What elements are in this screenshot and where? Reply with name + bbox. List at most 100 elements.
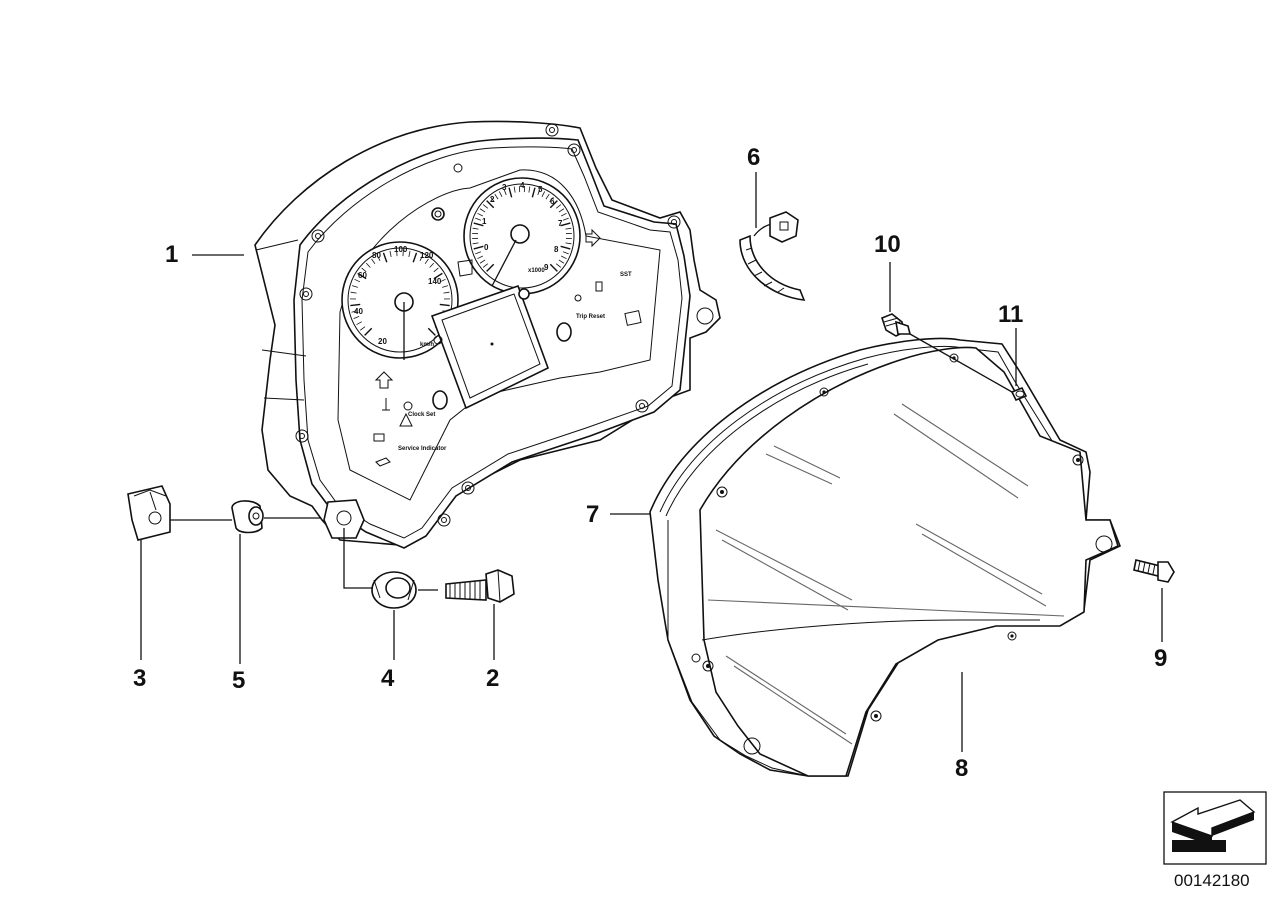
tach-tick xyxy=(498,191,503,197)
callout-8: 8 xyxy=(955,755,968,782)
warning-triangle-icon xyxy=(399,412,413,427)
speedo-label-40: 40 xyxy=(354,307,363,316)
speedo-tick xyxy=(442,285,449,288)
wiring-harness xyxy=(739,211,806,301)
tach-tick xyxy=(472,242,479,245)
clip-nut xyxy=(127,485,171,541)
tach-tick xyxy=(513,186,516,193)
tach-tick xyxy=(555,263,562,268)
sst-label: SST xyxy=(620,272,632,278)
speedo-tick xyxy=(429,262,435,268)
speedo-label-80: 80 xyxy=(372,251,381,260)
trip-reset-button xyxy=(556,322,572,342)
callout-2: 2 xyxy=(486,665,499,692)
speedo-tick xyxy=(433,272,443,280)
tach-tick xyxy=(531,187,536,198)
cover-screw xyxy=(1133,559,1175,583)
callout-5: 5 xyxy=(232,667,245,694)
tach-tick xyxy=(558,259,565,264)
speedo-tick xyxy=(427,327,436,336)
speedo-tick xyxy=(357,272,367,280)
callout-9: 9 xyxy=(1154,645,1167,672)
tach-tick xyxy=(473,245,484,250)
speedo-tick xyxy=(389,250,392,257)
speedo-tick xyxy=(359,326,366,331)
tach-tick xyxy=(541,191,546,197)
speedo-tick xyxy=(408,250,411,257)
tach-tick xyxy=(558,208,565,213)
speedo-tick xyxy=(361,267,367,273)
speedo-tick xyxy=(382,252,388,263)
tach-tick xyxy=(562,251,569,255)
speedo-label-60: 60 xyxy=(358,271,367,280)
callout-6: 6 xyxy=(747,144,760,171)
speedo-label-140: 140 xyxy=(428,277,442,286)
tach-tick xyxy=(565,242,572,245)
lcd-display xyxy=(430,284,549,410)
tach-label-1: 1 xyxy=(482,217,487,226)
tach-tick xyxy=(482,263,489,268)
battery-icon xyxy=(373,433,385,442)
tach-tick xyxy=(537,189,541,196)
speedo-tick xyxy=(350,303,361,307)
instrument-cluster: 80 100 120 140 60 40 20 km/h 0 1 2 3 4 5… xyxy=(254,120,721,549)
tach-tick xyxy=(475,217,482,221)
tach-tick xyxy=(528,186,531,193)
tach-tick xyxy=(490,196,495,203)
tach-tick xyxy=(562,217,569,221)
hex-bolt xyxy=(445,569,515,603)
speedo-tick xyxy=(364,327,373,336)
oil-pressure-icon xyxy=(375,457,391,467)
abs-icon xyxy=(624,310,642,326)
tach-tick xyxy=(477,212,483,217)
turn-signal-left-icon xyxy=(374,371,394,389)
tach-label-6: 6 xyxy=(550,197,555,206)
speedo-tick xyxy=(424,258,429,265)
tach-tick xyxy=(545,193,550,200)
orientation-indicator xyxy=(1163,791,1267,865)
clock-set-button xyxy=(432,390,448,410)
tach-tick xyxy=(472,227,479,230)
callout-10: 10 xyxy=(874,231,901,258)
tach-label-8: 8 xyxy=(554,245,559,254)
speedo-tick xyxy=(376,255,381,261)
rubber-grommet xyxy=(371,571,417,609)
callout-7: 7 xyxy=(586,501,599,528)
service-indicator-label: Service Indicator xyxy=(398,446,447,452)
callout-11: 11 xyxy=(998,301,1023,328)
coolant-temp-icon xyxy=(382,398,390,411)
tach-label-2: 2 xyxy=(490,195,495,204)
speedo-tick xyxy=(365,262,371,268)
tach-label-9: 9 xyxy=(544,263,549,272)
speedo-tick xyxy=(351,310,358,313)
trip-reset-label: Trip Reset xyxy=(576,314,605,320)
speedometer-gauge: 80 100 120 140 60 40 20 km/h xyxy=(341,241,459,360)
locating-pin xyxy=(1010,386,1028,402)
speedo-label-20: 20 xyxy=(378,337,387,346)
tach-tick xyxy=(560,245,571,250)
tach-tick xyxy=(503,189,507,196)
lens-screw xyxy=(881,313,912,337)
speedo-tick xyxy=(412,252,418,263)
tach-tick xyxy=(561,212,567,217)
tach-tick xyxy=(473,222,484,227)
tach-label-5: 5 xyxy=(538,185,543,194)
tach-tick xyxy=(549,263,558,272)
spacer-bushing xyxy=(231,500,264,534)
tach-tick xyxy=(565,227,572,230)
speedo-tick xyxy=(443,291,450,294)
speedo-tick xyxy=(371,258,376,265)
speedo-tick xyxy=(356,321,362,326)
tach-tick xyxy=(561,255,567,260)
tach-tick xyxy=(482,204,489,209)
turn-signal-right-icon xyxy=(585,228,601,248)
speedo-tick xyxy=(353,316,360,319)
tach-label-4: 4 xyxy=(520,181,525,190)
speedo-tick xyxy=(433,267,439,273)
tach-tick xyxy=(486,200,495,209)
speedo-tick xyxy=(439,278,446,283)
fuel-icon xyxy=(595,281,603,292)
tach-tick xyxy=(479,208,486,213)
callout-4: 4 xyxy=(381,665,395,692)
